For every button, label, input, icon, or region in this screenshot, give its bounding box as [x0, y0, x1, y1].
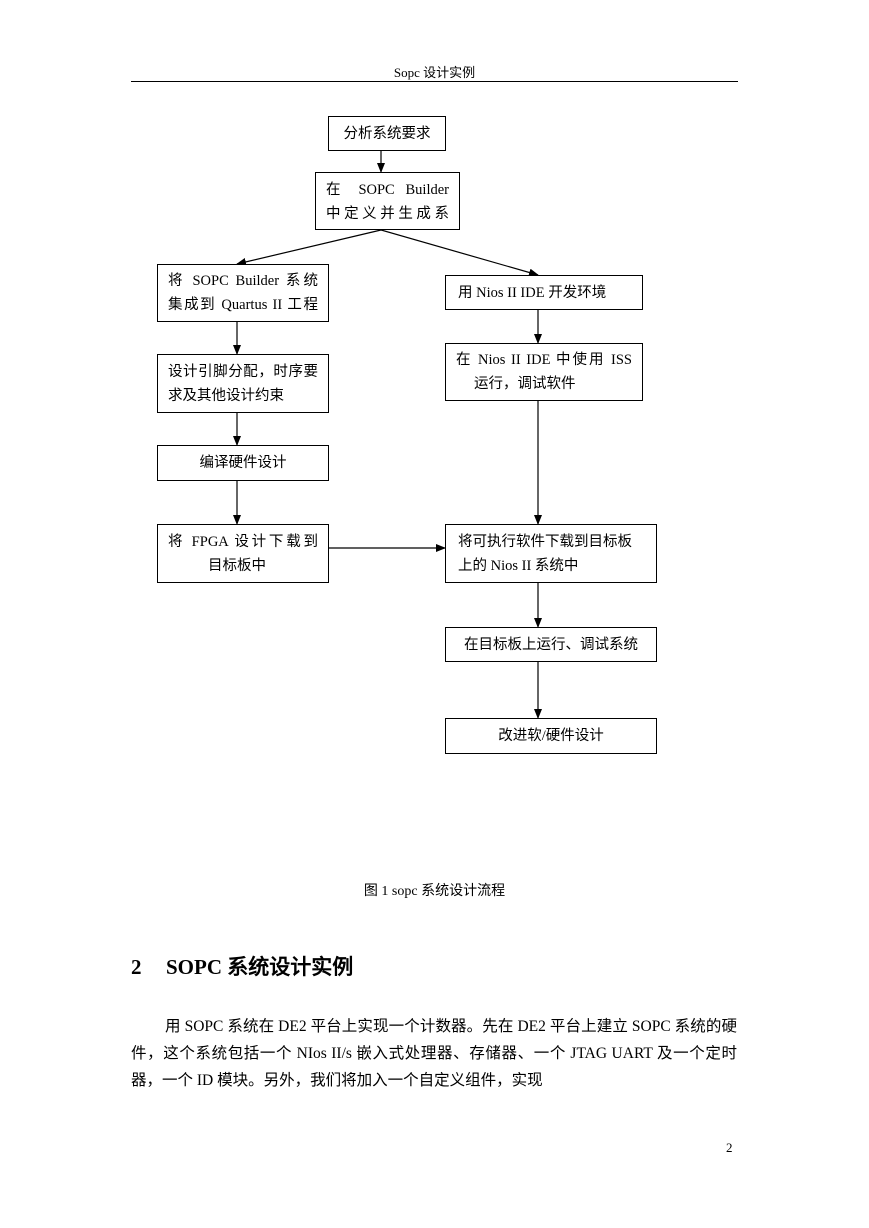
- flow-box-label: 用 Nios II IDE 开发环境: [458, 284, 607, 301]
- flow-box-analyze-requirements: 分析系统要求: [328, 116, 446, 151]
- header-rule: [131, 81, 738, 82]
- body-paragraph: 用 SOPC 系统在 DE2 平台上实现一个计数器。先在 DE2 平台上建立 S…: [131, 1018, 737, 1089]
- flow-box-line: 将可执行软件下载到目标板: [458, 534, 632, 550]
- flow-box-run-debug-system: 在目标板上运行、调试系统: [445, 627, 657, 662]
- flow-box-line: 将 FPGA 设计下载到: [168, 534, 318, 550]
- arrow-b2-b7: [380, 229, 539, 277]
- flow-box-label: 改进软/硬件设计: [498, 728, 604, 744]
- flow-box-run-iss: 在 Nios II IDE 中使用 ISS 运行，调试软件: [445, 343, 643, 401]
- flow-box-line: 目标板中: [208, 558, 266, 574]
- flow-box-download-fpga: 将 FPGA 设计下载到 目标板中: [157, 524, 329, 583]
- flow-box-line: 求及其他设计约束: [168, 388, 284, 404]
- flow-box-label: 编译硬件设计: [199, 455, 287, 471]
- flow-box-pin-assignment: 设计引脚分配，时序要 求及其他设计约束: [157, 354, 329, 413]
- flow-box-line: 中定义并生成系: [326, 206, 449, 222]
- section-title: SOPC 系统设计实例: [166, 955, 354, 979]
- flow-box-line: 在 Nios II IDE 中使用 ISS: [456, 352, 632, 368]
- flow-box-line: 将 SOPC Builder 系统: [168, 273, 318, 289]
- page-number: 2: [726, 1140, 733, 1155]
- flow-box-line: 运行，调试软件: [474, 376, 576, 392]
- flow-box-label: 分析系统要求: [343, 125, 431, 142]
- section-heading: 2 SOPC 系统设计实例: [131, 951, 353, 981]
- section-number: 2: [131, 955, 142, 979]
- flow-box-line: 上的 Nios II 系统中: [458, 558, 579, 574]
- flow-box-integrate-quartus: 将 SOPC Builder 系统 集成到 Quartus II 工程: [157, 264, 329, 322]
- flow-box-define-in-sopc-builder: 在 SOPC Builder 中定义并生成系: [315, 172, 460, 230]
- body-text: 用 SOPC 系统在 DE2 平台上实现一个计数器。先在 DE2 平台上建立 S…: [131, 1013, 737, 1094]
- flow-box-label: 在目标板上运行、调试系统: [464, 636, 638, 653]
- figure-caption: 图 1 sopc 系统设计流程: [363, 884, 506, 899]
- flow-box-compile-hardware: 编译硬件设计: [157, 445, 329, 481]
- flow-box-download-software: 将可执行软件下载到目标板 上的 Nios II 系统中: [445, 524, 657, 583]
- flowchart-connectors: [233, 151, 542, 719]
- page-header-title: Sopc 设计实例: [393, 65, 476, 80]
- flow-box-line: 在 SOPC Builder: [326, 182, 449, 198]
- flow-box-line: 集成到 Quartus II 工程: [168, 297, 318, 313]
- flow-box-improve-design: 改进软/硬件设计: [445, 718, 657, 754]
- flow-box-line: 设计引脚分配，时序要: [168, 364, 318, 380]
- flow-box-nios-ide-env: 用 Nios II IDE 开发环境: [445, 275, 643, 310]
- arrow-b2-b3: [236, 229, 382, 266]
